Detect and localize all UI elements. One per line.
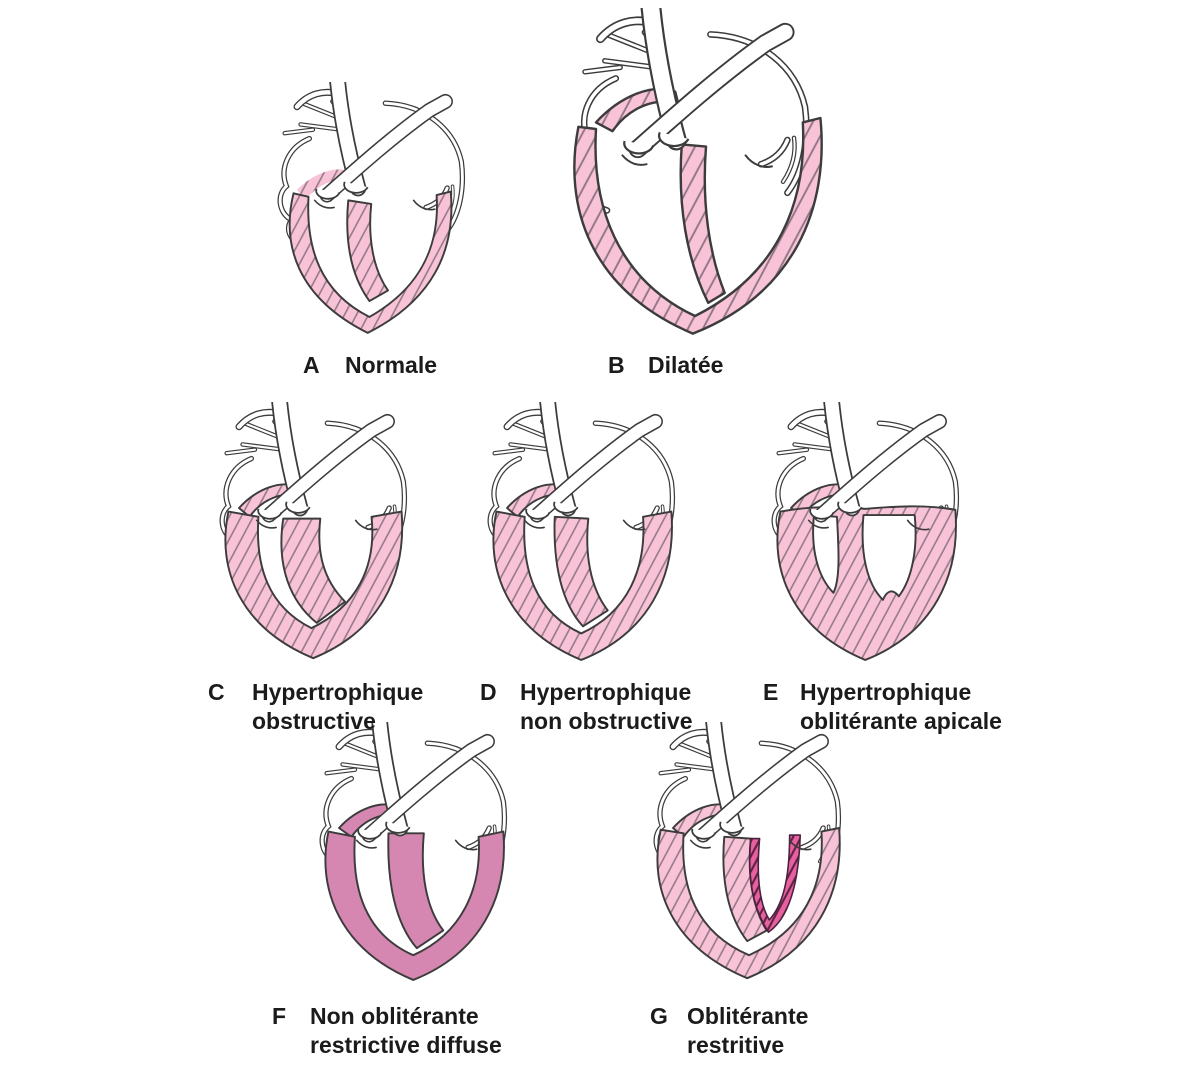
ventricular-wall xyxy=(492,510,673,661)
endocardial-lining xyxy=(748,834,802,934)
interventricular-septum xyxy=(387,832,445,950)
panel-letter: C xyxy=(208,679,225,705)
panel-letter: A xyxy=(303,352,320,378)
panel-label: Non oblitérante restrictive diffuse xyxy=(310,1003,502,1058)
ventricular-wall xyxy=(224,510,404,660)
heart-figure-e-hypertrophic-apical xyxy=(752,402,982,661)
heart-figure-a-normal xyxy=(258,82,488,334)
panel-label: Hypertrophique obstructive xyxy=(252,679,424,734)
great-vessels xyxy=(507,402,655,530)
heart-figure-f-restrictive-diffuse xyxy=(300,722,530,981)
panel-label: Hypertrophique oblitérante apicale xyxy=(800,679,1002,734)
panel-letter: B xyxy=(608,352,625,378)
interventricular-septum xyxy=(679,143,726,305)
great-vessels xyxy=(297,82,445,210)
heart-figure-d-hypertrophic-nonobstructive xyxy=(468,402,698,661)
panel-letter: D xyxy=(480,679,497,705)
heart-figure-b-dilated xyxy=(573,8,823,335)
panel-letter: F xyxy=(272,1003,287,1029)
interventricular-septum xyxy=(346,199,389,303)
right-ventricular-cavity xyxy=(812,514,840,594)
panel-letter: E xyxy=(763,679,779,705)
ventricular-wall xyxy=(288,190,453,334)
ventricular-wall xyxy=(573,116,823,335)
panel-letter: G xyxy=(650,1003,668,1029)
great-vessels xyxy=(339,722,487,850)
ventricular-wall xyxy=(656,827,841,980)
great-vessels xyxy=(239,402,387,530)
left-ventricular-cavity xyxy=(861,514,917,601)
heart-figure-c-hypertrophic-obstructive xyxy=(200,402,430,660)
heart-figure-g-obliterative-restrictive xyxy=(634,722,864,980)
great-vessels xyxy=(673,722,821,850)
panel-label: Normale xyxy=(345,352,438,378)
panel-label: Dilatée xyxy=(648,352,724,378)
interventricular-septum xyxy=(280,517,347,624)
great-vessels xyxy=(600,8,785,167)
interventricular-septum xyxy=(553,515,609,628)
panel-label: Oblitérante restritive xyxy=(687,1003,809,1058)
panel-label: Hypertrophique non obstructive xyxy=(520,679,693,734)
ventricular-wall xyxy=(324,830,505,981)
